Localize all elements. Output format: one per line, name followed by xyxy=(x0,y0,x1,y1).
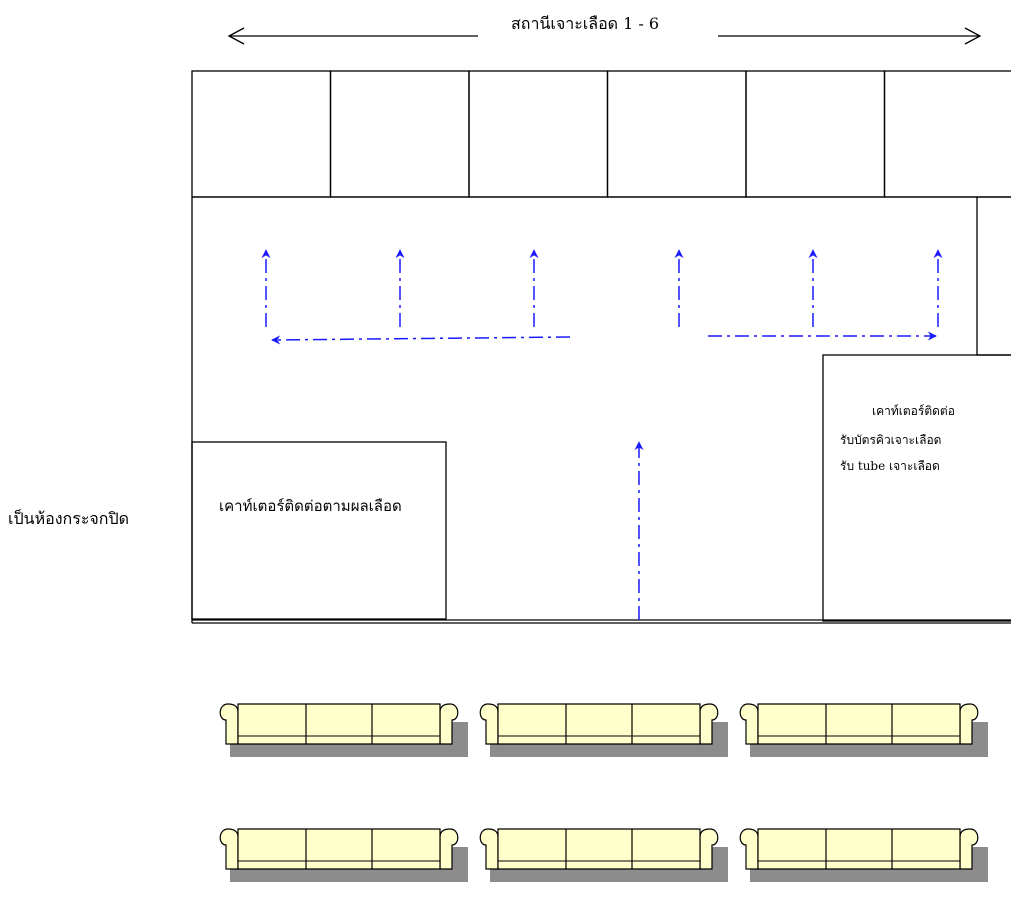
sofa-icon xyxy=(219,828,469,883)
glass-room-note: เป็นห้องกระจกปิด xyxy=(8,509,130,528)
station-booth-6 xyxy=(883,70,1011,198)
stations-title: สถานีเจาะเลือด 1 - 6 xyxy=(507,16,664,32)
sofa-icon xyxy=(739,703,989,758)
stations-extent-arrow xyxy=(227,27,982,45)
registration-counter xyxy=(822,354,1011,622)
station-booth-3 xyxy=(468,70,609,198)
sofa-icon xyxy=(219,703,469,758)
station-booth-1 xyxy=(191,70,332,198)
patient-flow-arrows xyxy=(261,249,943,620)
sofa-icon xyxy=(479,703,729,758)
station-booth-5 xyxy=(745,70,886,198)
registration-counter-label-line-1: เคาท์เตอร์ติดต่อ xyxy=(872,404,955,418)
sofa-icon xyxy=(739,828,989,883)
station-booth-4 xyxy=(606,70,747,198)
left-horizontal-flow-arrow xyxy=(271,335,571,345)
room-outline xyxy=(191,196,1011,624)
side-cabinet xyxy=(976,196,1011,356)
blood-draw-stations xyxy=(191,70,1011,198)
registration-counter-label-line-2: รับบัตรคิวเจาะเลือด xyxy=(840,433,942,447)
sofa-icon xyxy=(479,828,729,883)
station-booth-2 xyxy=(329,70,470,198)
results-counter xyxy=(191,441,447,620)
waiting-area-sofas xyxy=(219,703,989,883)
registration-counter-label-line-3: รับ tube เจาะเลือด xyxy=(840,459,940,473)
results-counter-label: เคาท์เตอร์ติดต่อตามผลเลือด xyxy=(219,497,402,515)
